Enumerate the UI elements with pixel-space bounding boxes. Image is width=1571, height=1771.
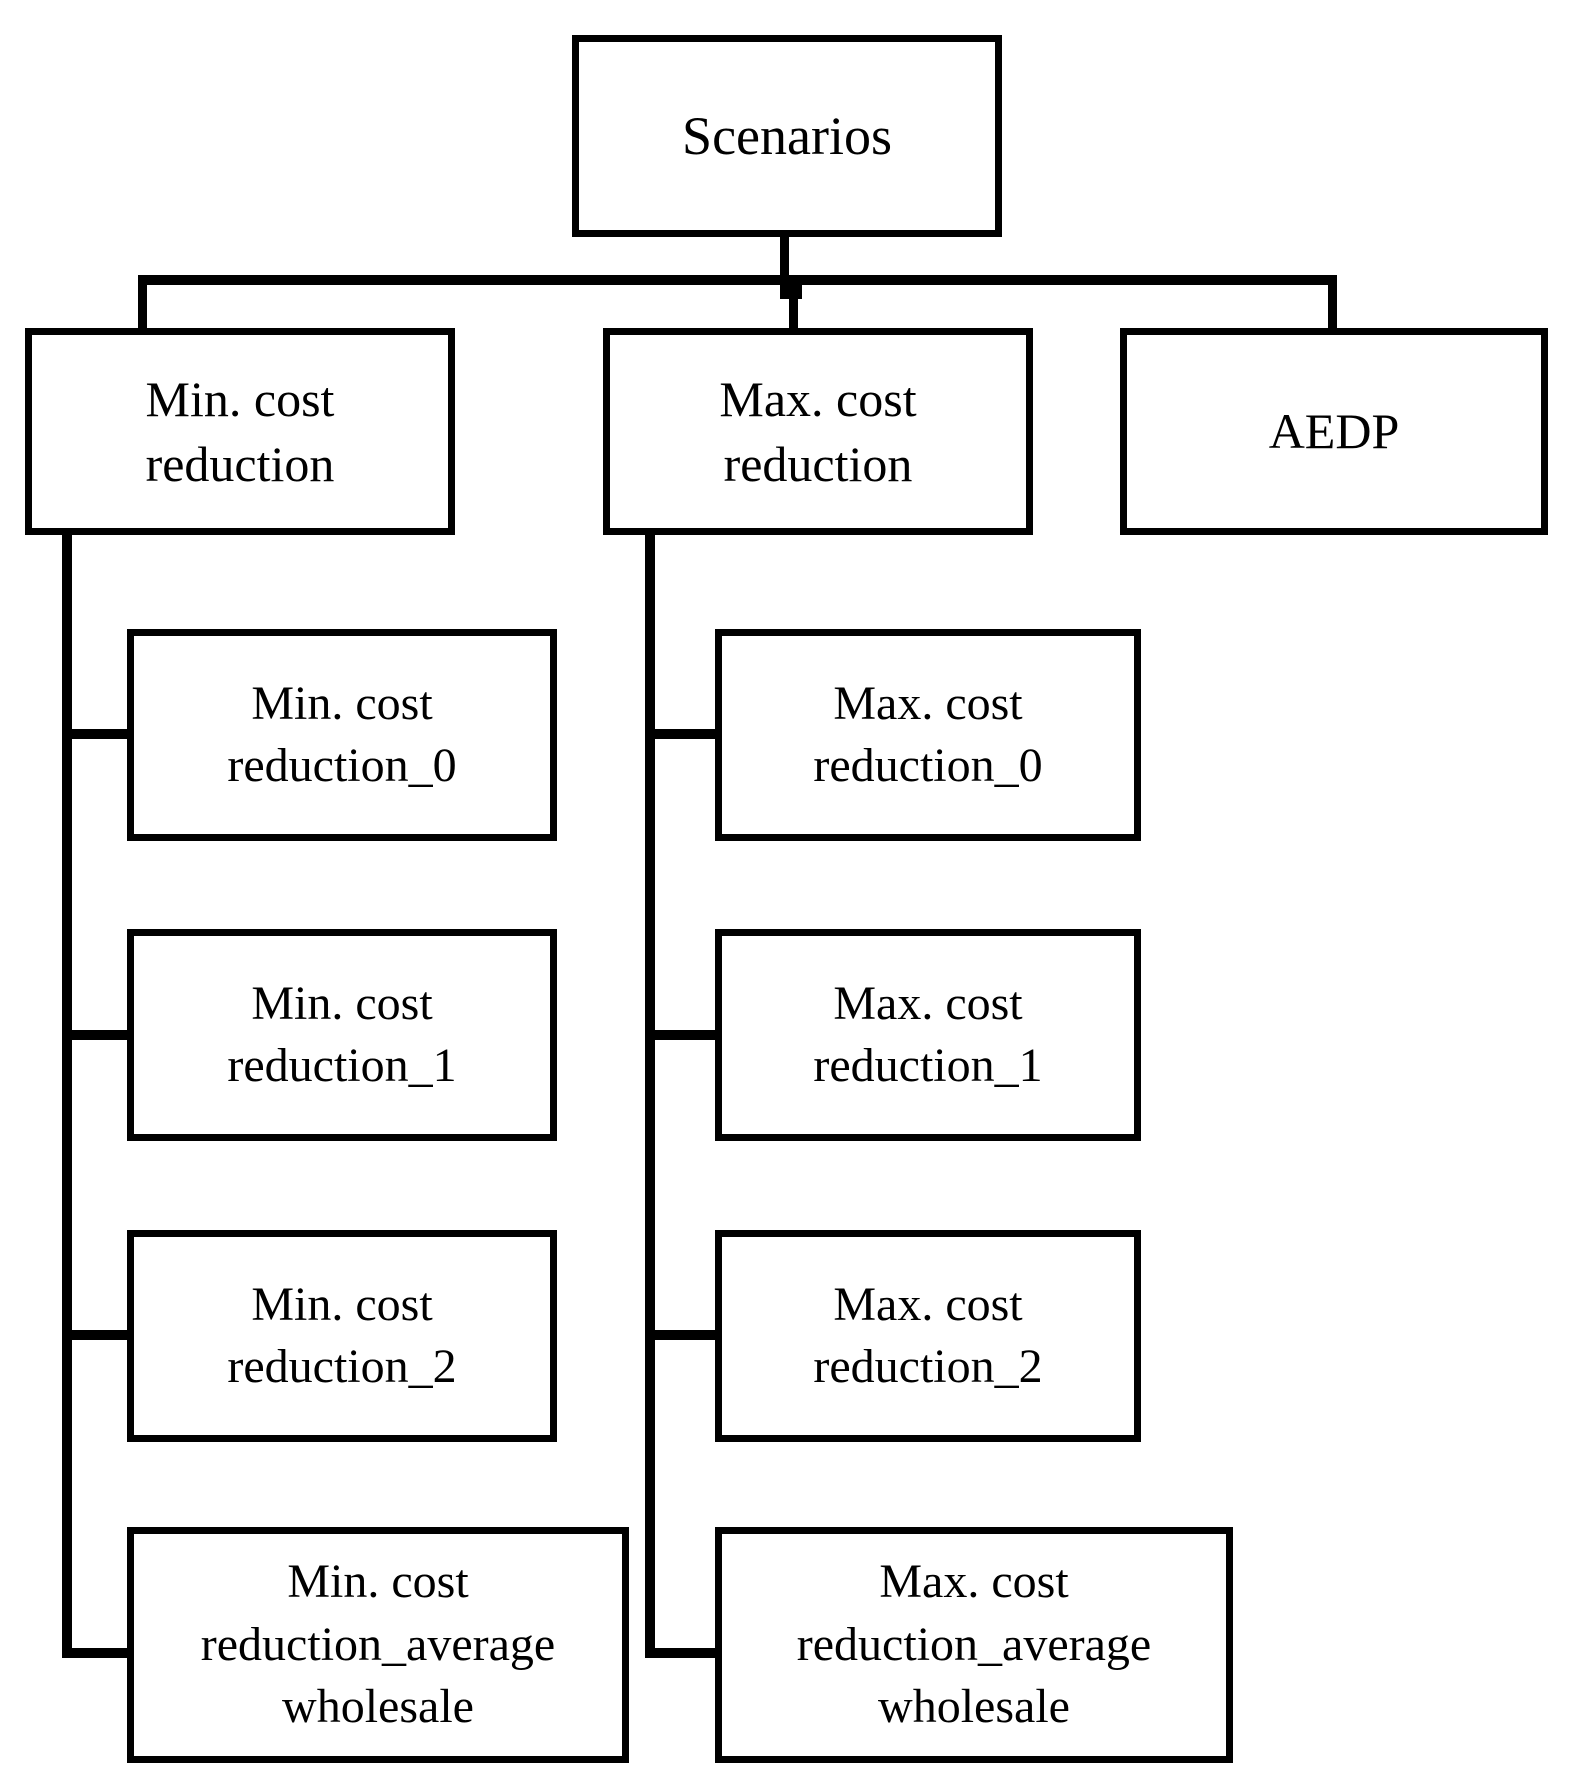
node-min-cost-reduction-average-wholesale[interactable]: Min. cost reduction_average wholesale [127,1527,629,1763]
edge-stub-min-1 [62,1030,137,1040]
edge-stub-min-2 [62,1330,137,1340]
node-label: Min. cost reduction_average wholesale [200,1555,556,1734]
node-min-cost-reduction-1[interactable]: Min. cost reduction_1 [127,929,557,1141]
edge-trunk-min [62,528,72,1658]
node-min-cost-reduction-2[interactable]: Min. cost reduction_2 [127,1230,557,1442]
edge-stub-max-1 [645,1030,723,1040]
node-label: Scenarios [682,105,892,166]
node-label: Min. cost reduction [145,370,335,492]
node-label: Min. cost reduction_1 [227,976,457,1092]
node-scenarios[interactable]: Scenarios [572,35,1002,237]
node-label: Max. cost reduction [719,370,917,492]
edge-stub-max-2 [645,1330,723,1340]
node-label: Min. cost reduction_2 [227,1277,457,1393]
edge-drop-max [789,275,798,330]
edge-stub-max-0 [645,729,723,739]
node-aedp[interactable]: AEDP [1120,328,1548,535]
node-max-cost-reduction-average-wholesale[interactable]: Max. cost reduction_average wholesale [715,1527,1233,1763]
edge-stub-min-0 [62,729,137,739]
node-label: Max. cost reduction_2 [813,1277,1043,1393]
node-max-cost-reduction-0[interactable]: Max. cost reduction_0 [715,629,1141,841]
edge-stub-min-avg [62,1648,137,1658]
node-min-cost-reduction-0[interactable]: Min. cost reduction_0 [127,629,557,841]
node-max-cost-reduction-2[interactable]: Max. cost reduction_2 [715,1230,1141,1442]
edge-bus-horizontal [138,275,1337,285]
edge-drop-aedp [1328,275,1337,330]
node-label: Max. cost reduction_0 [813,676,1043,792]
node-label: Max. cost reduction_average wholesale [796,1555,1152,1734]
node-max-cost-reduction-1[interactable]: Max. cost reduction_1 [715,929,1141,1141]
node-label: AEDP [1268,403,1400,459]
node-min-cost-reduction[interactable]: Min. cost reduction [25,328,455,535]
node-label: Min. cost reduction_0 [227,676,457,792]
node-label: Max. cost reduction_1 [813,976,1043,1092]
edge-root-drop [780,237,789,282]
edge-stub-max-avg [645,1648,723,1658]
edge-trunk-max [645,528,655,1658]
edge-drop-min [138,275,147,330]
node-max-cost-reduction[interactable]: Max. cost reduction [603,328,1033,535]
